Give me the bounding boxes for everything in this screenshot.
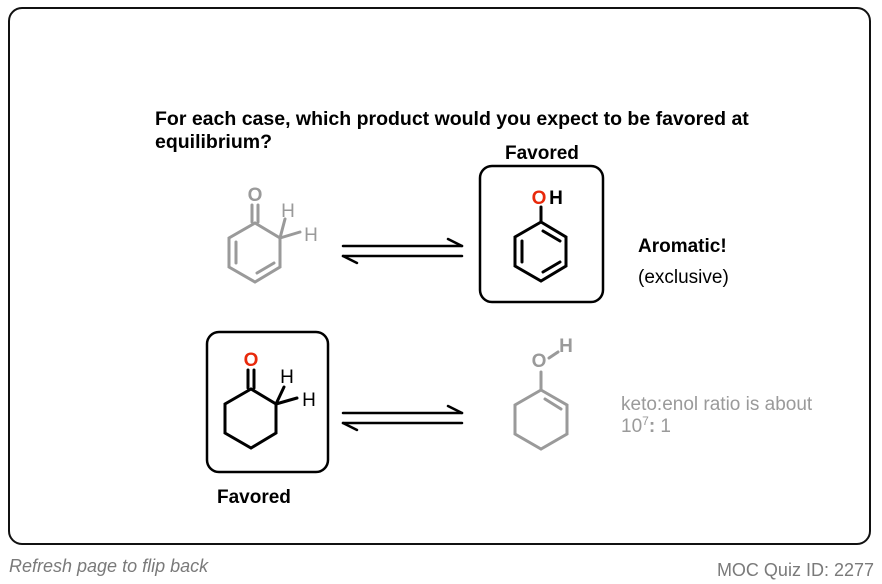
ratio-colon: : (648, 416, 656, 437)
ratio-suffix: 1 (655, 416, 672, 437)
enol2-hydrogen-label: H (559, 336, 573, 357)
favored-label: Favored (217, 487, 291, 508)
keto2-hydrogen-label: H (280, 367, 294, 388)
aromatic-note: Aromatic! (638, 236, 727, 257)
equilibrium-arrows (341, 237, 464, 265)
equilibrium-arrows (341, 404, 464, 432)
refresh-hint: Refresh page to flip back (9, 556, 209, 576)
quiz-id: MOC Quiz ID: 2277 (716, 560, 874, 580)
keto1-oxygen-label: O (248, 185, 263, 206)
question-text: For each case, which product would you e… (155, 108, 749, 153)
ratio-prefix: keto:enol ratio is about 10 (621, 394, 813, 437)
cyclohexadienone-structure (227, 203, 302, 284)
keto2-oxygen-label: O (244, 350, 259, 371)
cyclohexanone-structure (223, 368, 299, 450)
phenol-hydrogen-label: H (549, 188, 563, 209)
quiz-card[interactable] (8, 7, 871, 545)
phenol-structure (513, 205, 568, 283)
favored-box (478, 164, 605, 304)
phenol-oxygen-label: O (532, 188, 547, 209)
keto2-hydrogen-label: H (302, 390, 316, 411)
favored-box (205, 330, 330, 474)
favored-label: Favored (505, 143, 579, 164)
keto1-hydrogen-label: H (304, 225, 318, 246)
ratio-exponent: 7 (642, 414, 649, 428)
keto-enol-ratio-note: keto:enol ratio is about 107: 1 (621, 394, 821, 438)
exclusive-note: (exclusive) (638, 267, 729, 288)
cyclohexenol-structure (513, 350, 569, 451)
enol2-oxygen-label: O (532, 351, 547, 372)
keto1-hydrogen-label: H (281, 201, 295, 222)
